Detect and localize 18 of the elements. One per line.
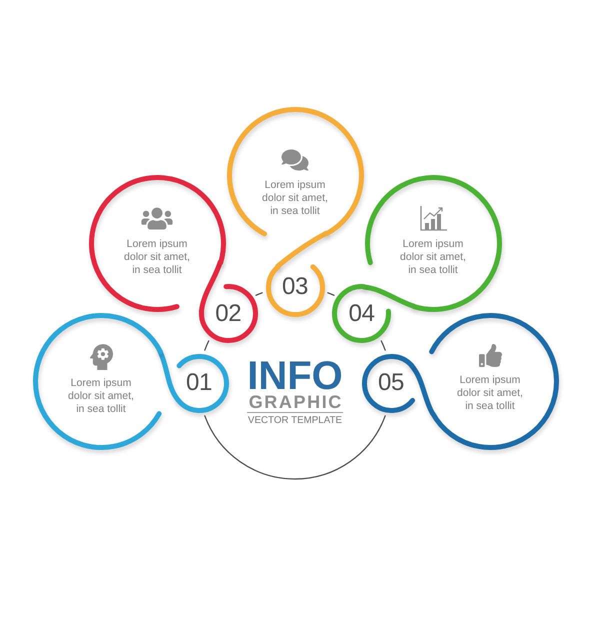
description-text: Lorem ipsum dolor sit amet, in sea tollit <box>399 238 467 277</box>
number-ring <box>332 284 392 344</box>
title-caption: VECTOR TEMPLATE <box>248 415 342 426</box>
step-number: 05 <box>378 371 404 395</box>
number-ring <box>198 284 258 344</box>
description-text: Lorem ipsum dolor sit amet, in sea tollit <box>456 374 524 413</box>
curved-connector <box>275 230 328 269</box>
step-number: 03 <box>282 275 308 299</box>
curved-connector <box>408 362 435 416</box>
title-subheading: GRAPHIC <box>248 393 343 411</box>
step-number: 02 <box>215 302 242 326</box>
description-text: Lorem ipsum dolor sit amet, in sea tollit <box>123 238 191 277</box>
curved-connector <box>362 284 416 309</box>
step-number: 04 <box>348 302 375 326</box>
description-text: Lorem ipsum dolor sit amet, in sea tollit <box>261 179 329 218</box>
title-heading: INFO <box>247 359 343 393</box>
step-number: 01 <box>186 371 212 395</box>
description-text: Lorem ipsum dolor sit amet, in sea tollit <box>67 377 135 416</box>
